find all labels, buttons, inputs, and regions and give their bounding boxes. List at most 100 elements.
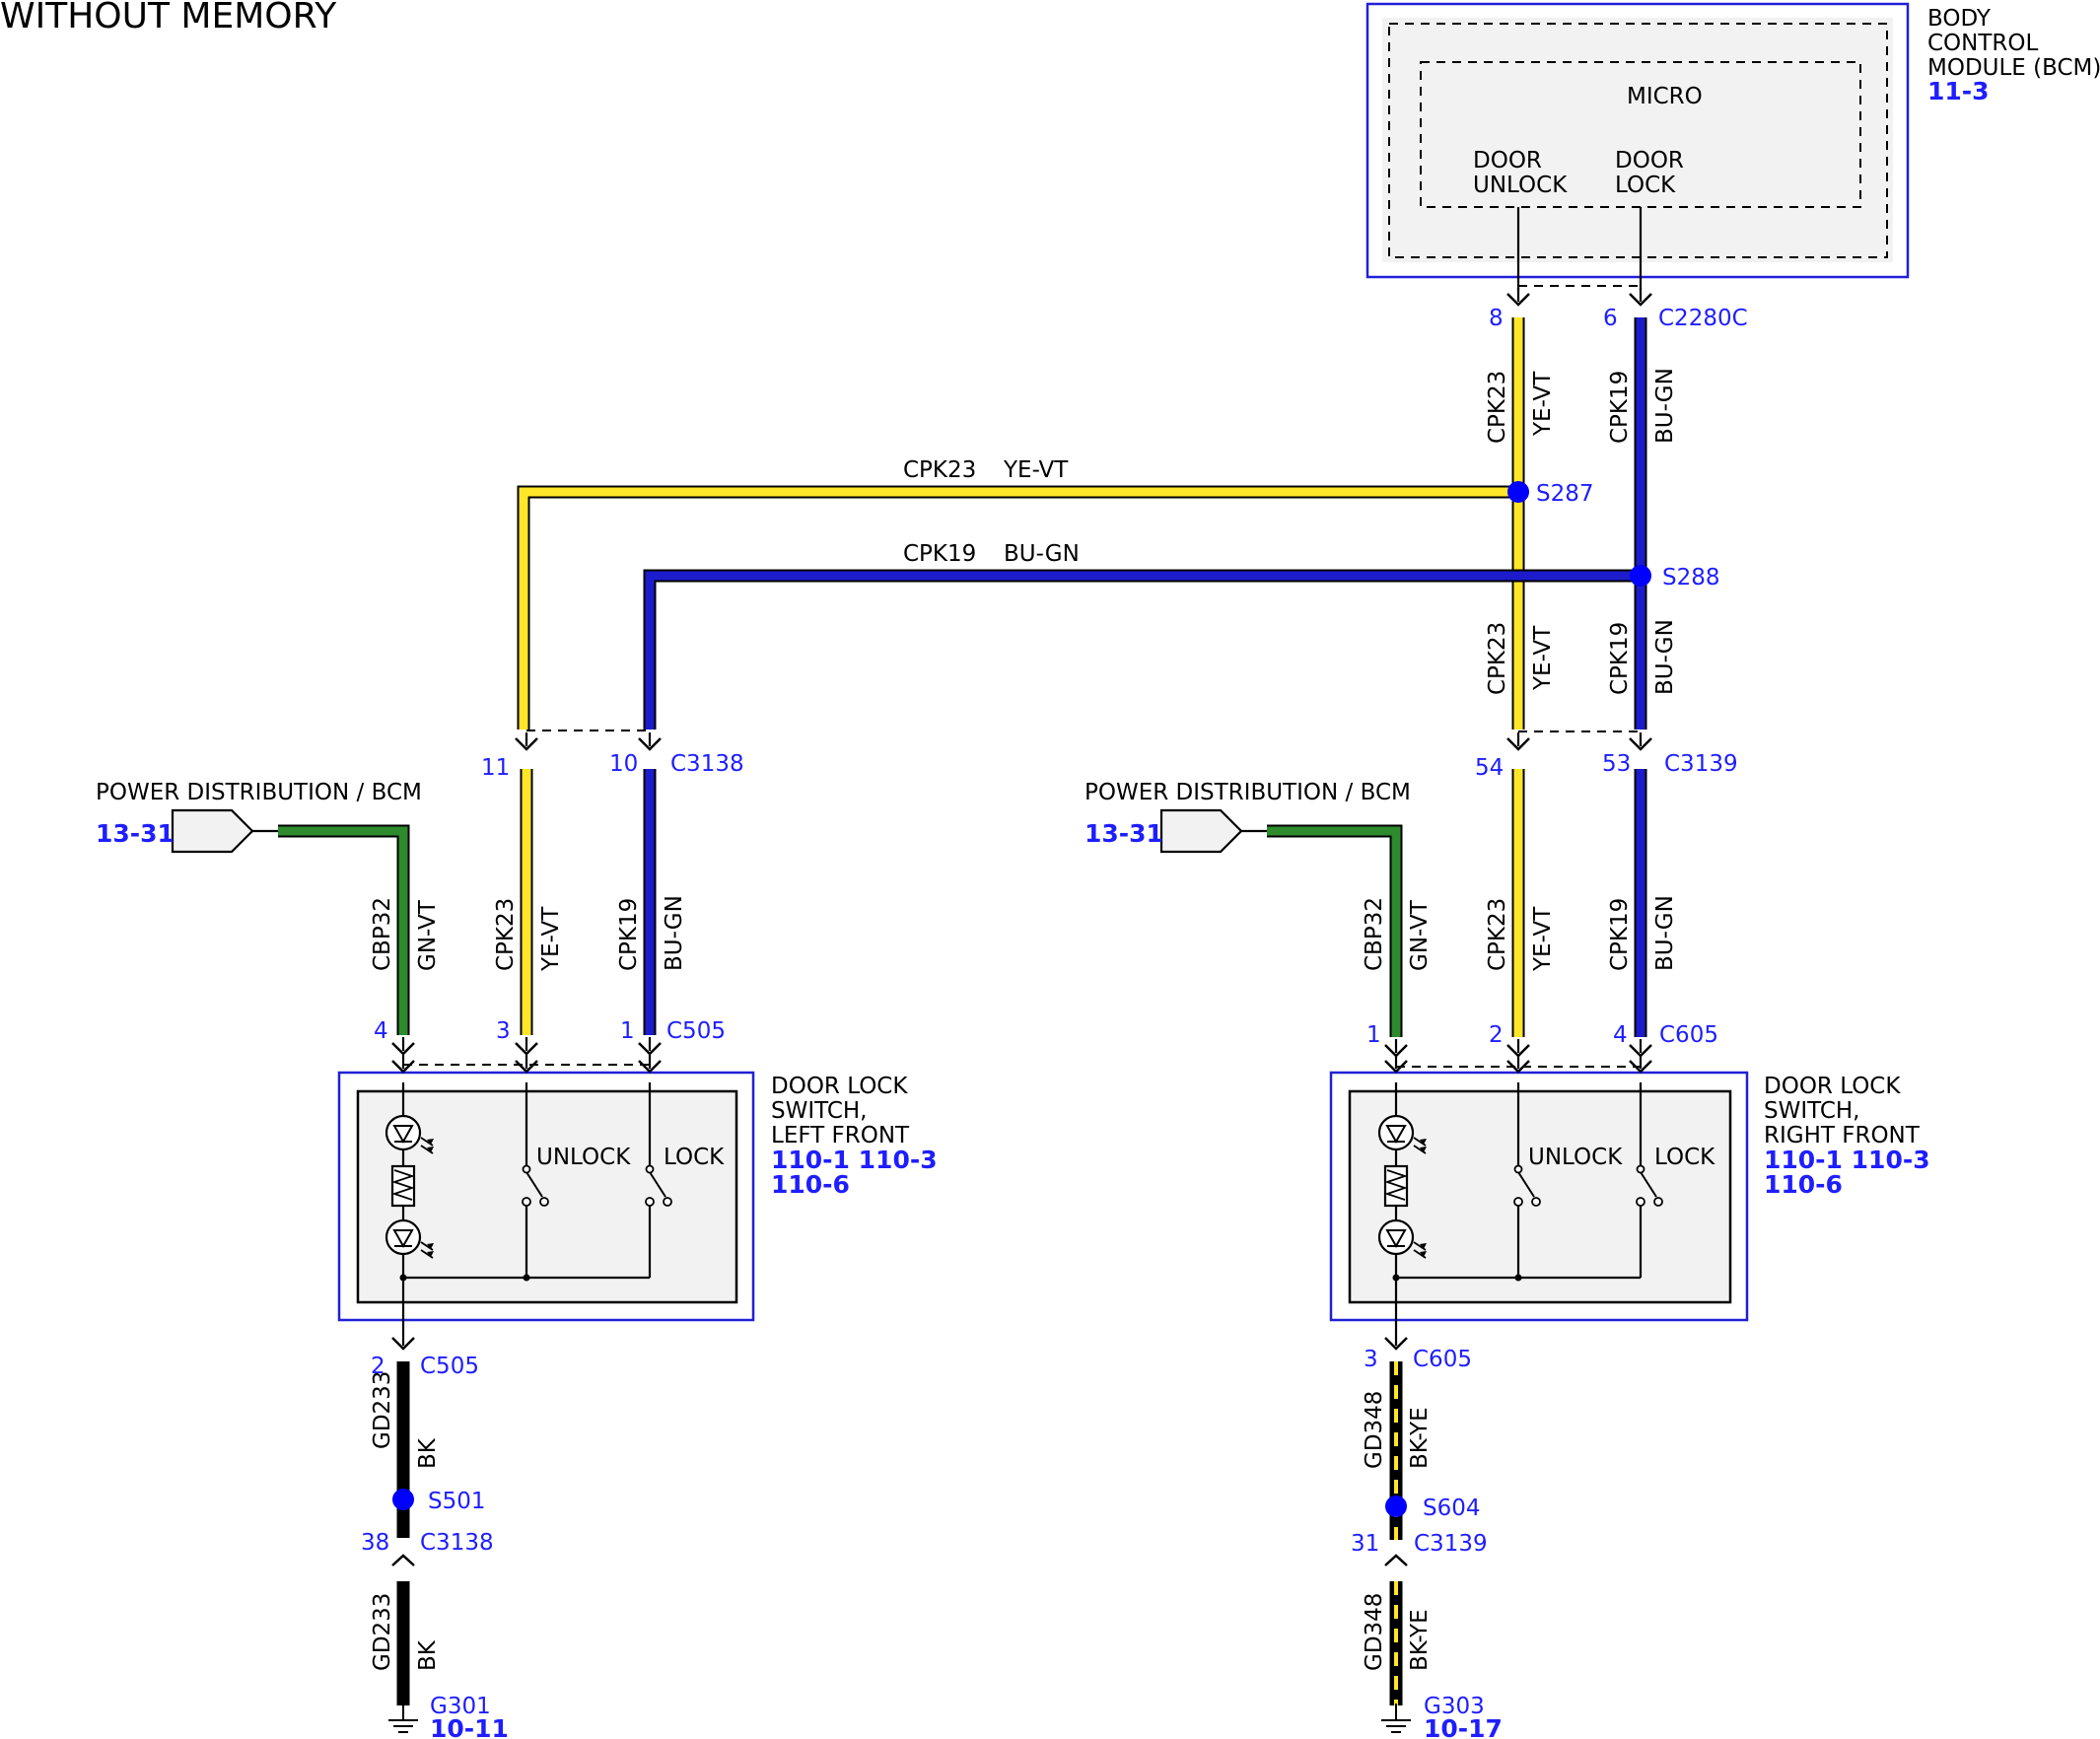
splice-s288 <box>1630 565 1651 587</box>
wire-label-circuit: CBP32 <box>1362 897 1387 971</box>
page-title: WITHOUT MEMORY <box>0 0 337 36</box>
right-ground-ref-link[interactable]: 10-17 <box>1424 1714 1503 1739</box>
bcm-name-2: CONTROL <box>1927 31 2039 56</box>
right-ground-pin: 3 <box>1364 1347 1378 1372</box>
left-switch-ref-link[interactable]: 110-1 110-3 <box>771 1146 938 1174</box>
wire-label-circuit: GD233 <box>370 1371 395 1449</box>
wire-label-circuit: CPK19 <box>1607 622 1633 695</box>
right-lower-connector <box>1384 1554 1408 1566</box>
right-switch-name-2: SWITCH, <box>1764 1098 1860 1124</box>
wire-label-color: YE-VT <box>1530 625 1556 691</box>
left-switch-ref-link[interactable]: 110-6 <box>771 1170 850 1199</box>
wire-label-color: BU-GN <box>1652 368 1678 444</box>
right-harness-pin-yellow: 54 <box>1475 755 1504 781</box>
bcm-lock-label-2: LOCK <box>1615 173 1676 198</box>
bcm-pin-lock: 6 <box>1603 306 1618 331</box>
bcm-lock-label-1: DOOR <box>1615 148 1684 174</box>
right-switch-connector-label: C605 <box>1659 1022 1718 1048</box>
wire-green-left <box>278 824 410 1035</box>
right-switch-pin-blue: 4 <box>1613 1022 1628 1048</box>
left-switch-name-2: SWITCH, <box>771 1098 868 1124</box>
wire-label-circuit: CPK23 <box>1485 622 1510 695</box>
right-door-lock-switch <box>1329 1053 1749 1332</box>
wire-label-circuit: CPK19 <box>1607 371 1633 444</box>
right-harness-pin-blue: 53 <box>1602 751 1631 777</box>
wire-label-circuit: GD348 <box>1362 1391 1387 1469</box>
right-switch-name-3: RIGHT FRONT <box>1764 1123 1921 1148</box>
left-ground-connector-label: C505 <box>420 1354 479 1379</box>
splice-s604 <box>1385 1496 1407 1517</box>
wire-label-circuit: GD233 <box>370 1593 395 1671</box>
wire-label-color: BK <box>415 1437 441 1469</box>
right-power-label: POWER DISTRIBUTION / BCM <box>1085 780 1411 805</box>
left-lock-label: LOCK <box>664 1145 725 1170</box>
right-power-ref-link[interactable]: 13-31 <box>1085 819 1163 848</box>
right-ground-name: G303 <box>1424 1694 1485 1719</box>
wire-label-color: BU-GN <box>1652 895 1678 971</box>
bcm-connector <box>1505 285 1653 307</box>
splice-s287 <box>1507 481 1529 503</box>
splice-s604-label: S604 <box>1423 1496 1481 1521</box>
bcm-ref-link[interactable]: 11-3 <box>1927 77 1990 105</box>
left-ground-ref-link[interactable]: 10-11 <box>430 1714 509 1739</box>
right-switch-name-1: DOOR LOCK <box>1764 1074 1901 1099</box>
left-lower-connector <box>391 1554 415 1566</box>
left-unlock-label: UNLOCK <box>536 1145 631 1170</box>
right-switch-pin-yellow: 2 <box>1489 1022 1504 1048</box>
left-harness-pin-blue: 10 <box>609 751 638 777</box>
left-power-ref-link[interactable]: 13-31 <box>96 819 175 848</box>
bcm-pin-unlock: 8 <box>1489 306 1504 331</box>
wire-layer <box>278 317 1647 1720</box>
left-switch-pin-blue: 1 <box>620 1018 635 1044</box>
left-harness-pin-yellow: 11 <box>481 755 510 781</box>
bcm-name-1: BODY <box>1927 6 1992 32</box>
bcm-name-3: MODULE (BCM) <box>1927 55 2100 81</box>
wire-green-right <box>1267 824 1403 1037</box>
wire-label-circuit: CPK23 <box>493 898 519 971</box>
right-harness-connector <box>1505 730 1653 751</box>
left-lower-pin: 38 <box>361 1530 389 1556</box>
bcm-connector-label: C2280C <box>1658 306 1748 331</box>
splice-s287-label: S287 <box>1536 481 1594 507</box>
left-ground-symbol <box>387 1719 419 1733</box>
left-power-distribution-connector[interactable] <box>171 808 278 854</box>
wire-label-color: YE-VT <box>1530 371 1556 437</box>
left-ground-pin: 2 <box>371 1354 385 1379</box>
wire-label-circuit: CPK19 <box>616 898 642 971</box>
wire-label-color: BK-YE <box>1407 1609 1433 1671</box>
left-switch-pin-yellow: 3 <box>496 1018 511 1044</box>
right-ground-symbol <box>1380 1719 1412 1733</box>
right-switch-pin-green: 1 <box>1366 1022 1381 1048</box>
bcm-micro-label: MICRO <box>1627 84 1703 109</box>
splice-s501-label: S501 <box>428 1489 486 1514</box>
left-harness-connector-label: C3138 <box>670 751 744 777</box>
right-power-distribution-connector[interactable] <box>1159 808 1267 854</box>
right-ground-connector <box>1383 1330 1409 1351</box>
right-ground-connector-label: C605 <box>1413 1347 1472 1372</box>
left-switch-connector <box>390 1035 663 1066</box>
wire-label-circuit: CPK23 <box>1485 898 1510 971</box>
wire-label-circuit: CPK19 <box>903 541 976 567</box>
wire-label-circuit: CPK23 <box>1485 371 1510 444</box>
left-door-lock-switch <box>337 1053 755 1332</box>
splice-s288-label: S288 <box>1662 565 1720 591</box>
left-switch-pin-green: 4 <box>374 1018 388 1044</box>
splice-s501 <box>392 1489 414 1510</box>
wire-label-circuit: CBP32 <box>370 897 395 971</box>
wire-label-color: BK-YE <box>1407 1407 1433 1469</box>
right-lower-connector-label: C3139 <box>1414 1531 1488 1557</box>
right-lower-pin: 31 <box>1351 1531 1379 1557</box>
wire-label-color: BK <box>415 1639 441 1671</box>
left-ground-name: G301 <box>430 1694 491 1719</box>
wire-label-color: GN-VT <box>1407 899 1433 971</box>
wire-label-color: YE-VT <box>538 906 564 972</box>
bcm-unlock-label-1: DOOR <box>1473 148 1542 174</box>
right-switch-ref-link[interactable]: 110-1 110-3 <box>1764 1146 1930 1174</box>
left-lower-connector-label: C3138 <box>420 1530 494 1556</box>
right-switch-ref-link[interactable]: 110-6 <box>1764 1170 1843 1199</box>
left-ground-connector <box>390 1330 416 1351</box>
wire-label-circuit: GD348 <box>1362 1593 1387 1671</box>
left-switch-connector-label: C505 <box>666 1018 726 1044</box>
wire-label-circuit: CPK19 <box>1607 898 1633 971</box>
